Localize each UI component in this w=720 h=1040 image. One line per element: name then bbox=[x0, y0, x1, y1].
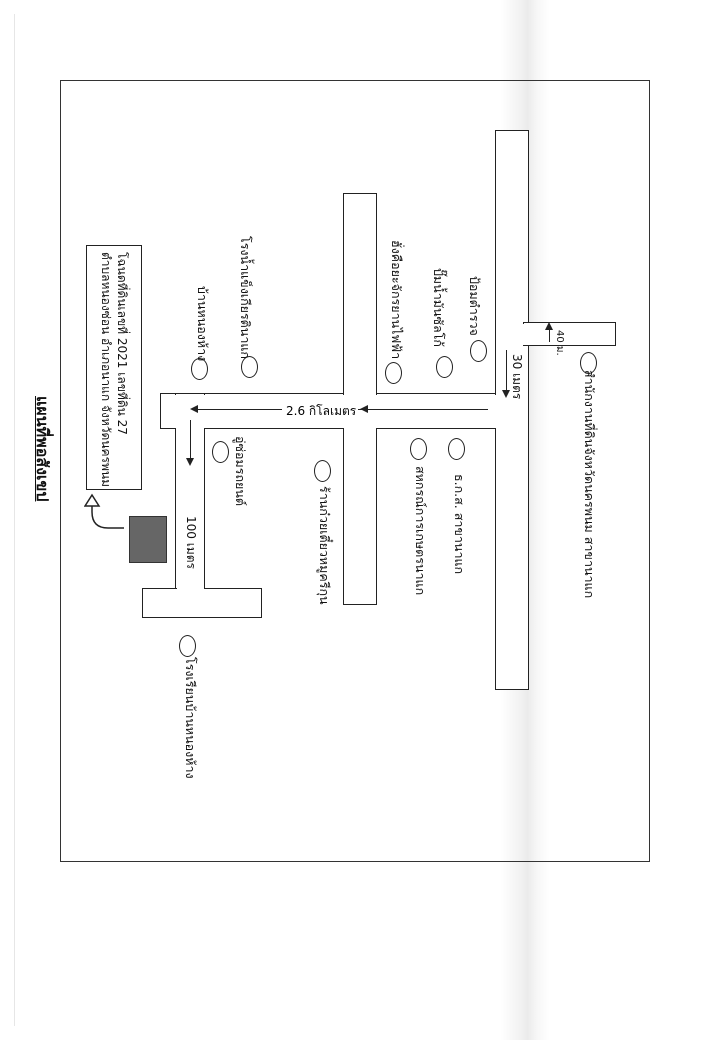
distance-main-line-2 bbox=[350, 409, 488, 411]
land-parcel bbox=[129, 516, 167, 563]
label-motorcycle-shop: ฮั่งคือยะจักรยานไฟฟ้า bbox=[389, 240, 404, 360]
distance-top-arrow bbox=[502, 390, 510, 398]
map-title: แผนที่พอสังเขป bbox=[33, 396, 52, 502]
label-coop: สหกรณ์การเกษตรนาแก bbox=[413, 466, 428, 596]
distance-main-arrow-1 bbox=[190, 405, 198, 413]
distance-main-line bbox=[196, 409, 282, 411]
label-noodle-shop: ร้านก๋วยเตี๋ยวหมูครีกุน bbox=[317, 486, 332, 605]
distance-main-arrow-2 bbox=[360, 405, 368, 413]
label-rice-mill: โรงน้ำแข็งเกียรตินาแก bbox=[238, 236, 253, 359]
label-police-box: ป้อมตำรวจ bbox=[467, 276, 482, 336]
poi-police-box bbox=[470, 340, 487, 362]
junction-mask-right bbox=[494, 394, 497, 428]
deed-line-2: ตำบลหนองซ่อน อำเภอนาแก จังหวัดนครพนม bbox=[99, 252, 113, 488]
poi-noodle-shop bbox=[314, 460, 331, 482]
poi-motorcycle-shop bbox=[385, 362, 402, 384]
poi-ban-nonghang bbox=[191, 358, 208, 380]
junction-mask-branch bbox=[522, 323, 530, 345]
distance-main-label: 2.6 กิโลเมตร bbox=[284, 402, 359, 421]
distance-branch-arrow bbox=[545, 322, 553, 330]
deed-line-1: โฉนดที่ดินเลขที่ 2021 เลขที่ดิน 27 bbox=[115, 252, 129, 435]
distance-branch-line bbox=[549, 328, 551, 342]
label-ban-nonghang: บ้านหนองห้าง bbox=[195, 286, 210, 362]
distance-side-line bbox=[190, 420, 192, 460]
map-frame bbox=[60, 80, 650, 862]
poi-land-office bbox=[580, 352, 597, 374]
poi-school bbox=[179, 635, 196, 657]
label-garage: อู่ซ่อมรถยนต์ bbox=[233, 436, 248, 507]
poi-coop bbox=[410, 438, 427, 460]
deed-info-box bbox=[86, 245, 142, 490]
label-land-office: สำนักงานที่ดินจังหวัดนครพนม สาขานาแก bbox=[582, 370, 597, 599]
poi-garage bbox=[212, 441, 229, 463]
distance-side-label: 100 เมตร bbox=[184, 516, 198, 569]
poi-rice-mill bbox=[241, 356, 258, 378]
distance-branch-label: 40 ม. bbox=[554, 330, 565, 356]
label-baac: ธ.ก.ส. สาขานาแก bbox=[452, 474, 467, 575]
label-school: โรงเรียนบ้านหนองห้าง bbox=[183, 657, 198, 779]
poi-baac bbox=[448, 438, 465, 460]
poi-gas-station bbox=[436, 356, 453, 378]
label-gas-station: ปั๊มน้ำมันซัลโก้ bbox=[431, 268, 446, 347]
road-right-vertical bbox=[495, 130, 529, 690]
page-edge bbox=[14, 14, 15, 1026]
distance-side-arrow bbox=[186, 458, 194, 466]
distance-top-line bbox=[506, 350, 508, 390]
road-branch bbox=[523, 322, 616, 346]
pointer-arrow bbox=[84, 493, 124, 529]
junction-mask-left-bottom bbox=[176, 589, 204, 617]
distance-top-label: 30 เมตร bbox=[510, 354, 524, 400]
